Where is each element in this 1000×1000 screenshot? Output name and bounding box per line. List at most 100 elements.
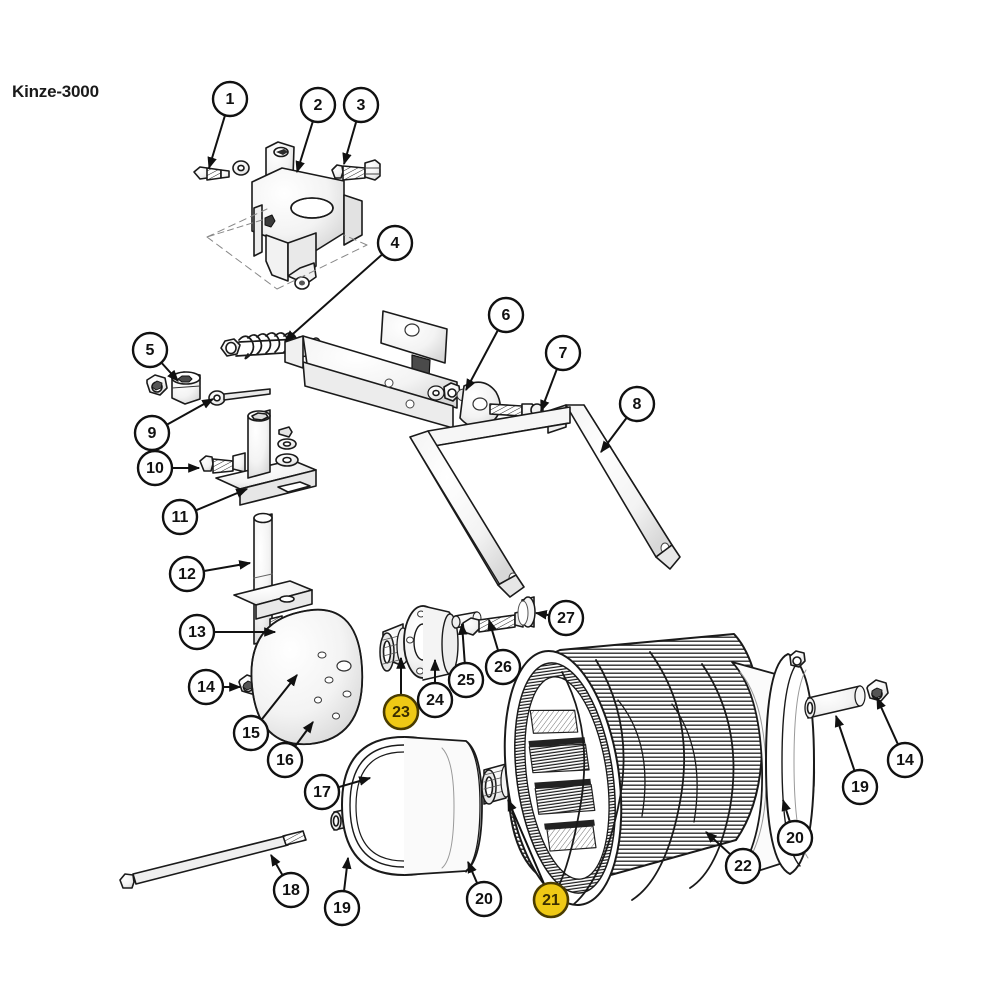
callout-5[interactable]: 5 bbox=[131, 331, 179, 382]
callout-bubble[interactable] bbox=[168, 555, 206, 593]
callout-bubble[interactable] bbox=[841, 768, 879, 806]
leader-line bbox=[487, 618, 499, 651]
callout-number: 3 bbox=[357, 97, 366, 114]
callout-1[interactable]: 1 bbox=[207, 80, 249, 170]
callout-27[interactable]: 27 bbox=[534, 599, 585, 637]
callout-number: 7 bbox=[559, 345, 568, 362]
callout-2[interactable]: 2 bbox=[295, 86, 337, 174]
callout-8[interactable]: 8 bbox=[600, 385, 656, 453]
callout-bubble[interactable] bbox=[382, 693, 420, 731]
callout-4[interactable]: 4 bbox=[284, 224, 414, 342]
callout-13[interactable]: 13 bbox=[178, 613, 277, 651]
leader-line bbox=[196, 488, 249, 511]
callout-bubble[interactable] bbox=[299, 86, 337, 124]
callout-bubble[interactable] bbox=[544, 334, 582, 372]
leader-line bbox=[834, 714, 856, 771]
callout-10[interactable]: 10 bbox=[136, 449, 201, 487]
callout-bubble[interactable] bbox=[303, 773, 341, 811]
leader-line bbox=[705, 831, 731, 855]
callout-bubble[interactable] bbox=[724, 847, 762, 885]
callout-bubble[interactable] bbox=[776, 819, 814, 857]
callout-9[interactable]: 9 bbox=[133, 398, 215, 452]
callout-number: 17 bbox=[313, 784, 331, 801]
part-gauge-arm-8 bbox=[409, 404, 681, 598]
part-washer-1 bbox=[232, 160, 250, 176]
callout-bubble[interactable] bbox=[447, 661, 485, 699]
callout-26[interactable]: 26 bbox=[484, 618, 522, 686]
page-title: Kinze-3000 bbox=[12, 82, 99, 101]
callout-bubble[interactable] bbox=[484, 648, 522, 686]
callout-12[interactable]: 12 bbox=[168, 555, 252, 593]
callout-17[interactable]: 17 bbox=[303, 773, 372, 811]
callout-bubble[interactable] bbox=[272, 871, 310, 909]
callout-number: 11 bbox=[172, 509, 189, 526]
callout-20[interactable]: 20 bbox=[776, 798, 814, 857]
callout-bubble[interactable] bbox=[886, 741, 924, 779]
callout-19[interactable]: 19 bbox=[834, 714, 879, 806]
part-disc-16 bbox=[250, 608, 364, 746]
callout-24[interactable]: 24 bbox=[416, 658, 454, 719]
callout-bubble[interactable] bbox=[187, 668, 225, 706]
callout-bubble[interactable] bbox=[618, 385, 656, 423]
callout-bubble[interactable] bbox=[178, 613, 216, 651]
callout-bubble[interactable] bbox=[465, 880, 503, 918]
part-bolt-1 bbox=[193, 166, 230, 181]
callout-bubble[interactable] bbox=[266, 741, 304, 779]
callout-bubble[interactable] bbox=[133, 414, 171, 452]
callout-number: 26 bbox=[494, 659, 512, 676]
callout-bubble[interactable] bbox=[211, 80, 249, 118]
callout-number: 12 bbox=[178, 566, 196, 583]
leader-line bbox=[207, 115, 226, 170]
callout-number: 23 bbox=[392, 704, 410, 721]
callout-18[interactable]: 18 bbox=[270, 853, 310, 909]
callout-14[interactable]: 14 bbox=[187, 668, 242, 706]
callout-19[interactable]: 19 bbox=[323, 856, 361, 927]
callout-bubble[interactable] bbox=[532, 881, 570, 919]
callout-number: 25 bbox=[457, 672, 475, 689]
leader-line bbox=[270, 853, 283, 875]
leader-line bbox=[534, 610, 549, 620]
callout-14[interactable]: 14 bbox=[876, 696, 924, 779]
callout-number: 4 bbox=[391, 235, 400, 252]
callout-number: 15 bbox=[242, 725, 260, 742]
callout-23[interactable]: 23 bbox=[382, 656, 420, 731]
leader-line bbox=[261, 674, 298, 720]
leader-line bbox=[457, 622, 468, 663]
callout-number: 14 bbox=[197, 679, 215, 696]
callout-bubble[interactable] bbox=[342, 86, 380, 124]
callout-number: 6 bbox=[502, 307, 511, 324]
callout-16[interactable]: 16 bbox=[266, 721, 314, 779]
callout-7[interactable]: 7 bbox=[540, 334, 582, 413]
callout-20[interactable]: 20 bbox=[465, 860, 503, 918]
callout-bubble[interactable] bbox=[547, 599, 585, 637]
callout-number: 13 bbox=[188, 624, 206, 641]
callout-bubble[interactable] bbox=[232, 714, 270, 752]
callout-22[interactable]: 22 bbox=[705, 831, 762, 885]
callout-15[interactable]: 15 bbox=[232, 674, 298, 752]
callout-number: 14 bbox=[896, 752, 914, 769]
callout-number: 19 bbox=[851, 779, 869, 796]
leader-line bbox=[161, 362, 179, 382]
callout-21[interactable]: 21 bbox=[507, 798, 570, 919]
part-hub-24 bbox=[403, 605, 459, 681]
callout-25[interactable]: 25 bbox=[447, 622, 485, 699]
leader-line bbox=[295, 121, 314, 174]
callout-bubble[interactable] bbox=[161, 498, 199, 536]
callout-bubble[interactable] bbox=[416, 681, 454, 719]
callout-bubble[interactable] bbox=[131, 331, 169, 369]
leader-line bbox=[781, 798, 791, 822]
callout-6[interactable]: 6 bbox=[465, 296, 525, 392]
callout-3[interactable]: 3 bbox=[342, 86, 380, 166]
callout-bubble[interactable] bbox=[487, 296, 525, 334]
leader-line bbox=[167, 398, 215, 426]
part-shank-bracket-11 bbox=[215, 409, 317, 506]
callout-bubble[interactable] bbox=[376, 224, 414, 262]
callout-11[interactable]: 11 bbox=[161, 488, 249, 536]
callout-number: 21 bbox=[542, 892, 560, 909]
callout-bubble[interactable] bbox=[136, 449, 174, 487]
part-clamp-bracket-2 bbox=[206, 141, 379, 290]
leader-line bbox=[341, 856, 352, 891]
callout-number: 24 bbox=[426, 692, 444, 709]
callout-bubble[interactable] bbox=[323, 889, 361, 927]
